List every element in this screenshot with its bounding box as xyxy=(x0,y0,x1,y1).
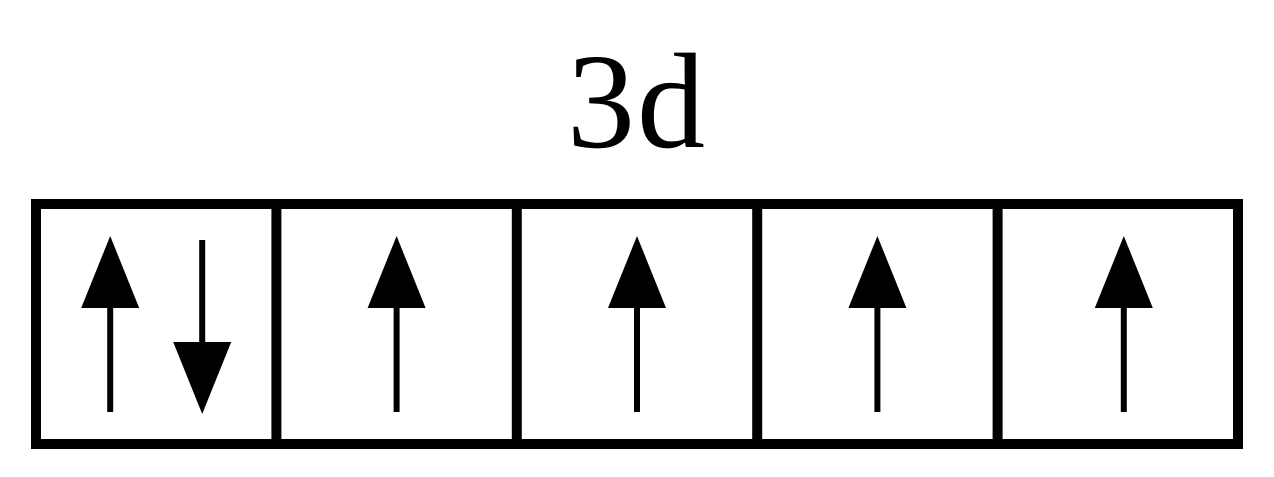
electron-arrows xyxy=(81,236,1153,414)
spin-down-arrow xyxy=(173,240,232,414)
spin-up-arrow xyxy=(1094,236,1153,412)
spin-up-arrow xyxy=(81,236,140,412)
subshell-label: 3d xyxy=(567,27,707,177)
spin-up-arrow xyxy=(367,236,426,412)
orbital-boxes xyxy=(31,199,1243,449)
orbital-box-frame xyxy=(31,199,1243,449)
spin-up-arrow xyxy=(608,236,666,412)
spin-up-arrow xyxy=(848,236,907,412)
